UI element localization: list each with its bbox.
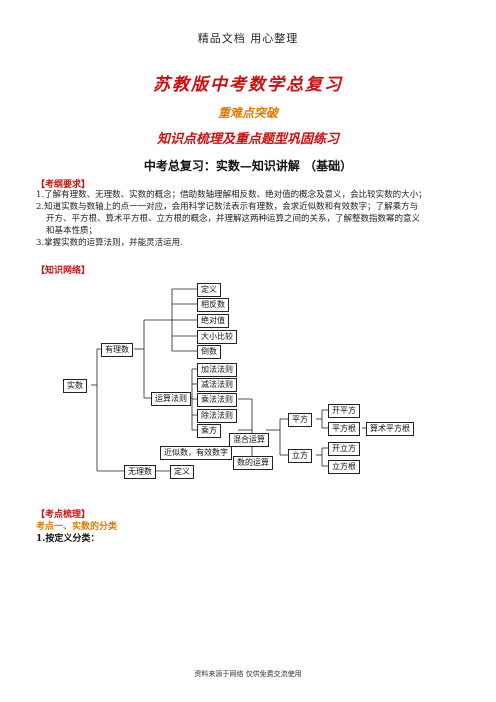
node-daoshu: 倒数 — [197, 345, 221, 359]
node-kailifang: 开立方 — [328, 442, 360, 456]
node-lifang: 立方 — [288, 449, 312, 463]
node-hunhe: 混合运算 — [229, 433, 269, 447]
point-1-heading: 考点一、实数的分类 — [36, 522, 118, 532]
node-youlishu: 有理数 — [101, 343, 133, 357]
node-wulishu: 无理数 — [124, 465, 156, 479]
node-daxiao: 大小比较 — [197, 330, 237, 344]
node-chengfang: 乘方 — [197, 424, 221, 438]
requirement-line: 2.知道实数与数轴上的点一一对应，会用科学记数法表示有理数，会求近似数和有效数字… — [36, 202, 419, 212]
node-dingyi-bottom: 定义 — [170, 465, 194, 479]
node-kaipingfang: 开平方 — [328, 404, 360, 418]
document-subtitle-2: 知识点梳理及重点题型巩固练习 — [156, 132, 339, 147]
node-pingfanggen: 平方根 — [328, 422, 360, 436]
node-jiafa: 加法法则 — [197, 363, 237, 377]
requirement-line: 和基本性质； — [46, 226, 98, 236]
section-network-heading: 【知识网络】 — [36, 266, 91, 276]
point-1-subheading: 1.按定义分类： — [36, 534, 100, 544]
header-note: 精品文档 用心整理 — [197, 32, 299, 45]
node-shudeyunsuan: 数的运算 — [233, 456, 273, 470]
document-title: 苏教版中考数学总复习 — [153, 75, 343, 95]
node-pingfang: 平方 — [288, 413, 312, 427]
node-juedui: 绝对值 — [197, 314, 229, 328]
node-chufa: 除法法则 — [197, 409, 237, 423]
requirement-line: 开方、平方根、算术平方根、立方根的概念，并理解这两种运算之间的关系，了解整数指数… — [46, 214, 421, 224]
requirement-line: 1.了解有理数、无理数、实数的概念；借助数轴理解相反数、绝对值的概念及意义，会比… — [36, 190, 427, 200]
requirements-list: 1.了解有理数、无理数、实数的概念；借助数轴理解相反数、绝对值的概念及意义，会比… — [36, 189, 462, 249]
lesson-heading: 中考总复习：实数—知识讲解 （基础） — [143, 159, 353, 173]
node-jianfa: 减法法则 — [197, 378, 237, 392]
node-dingyi-top: 定义 — [197, 283, 221, 297]
section-requirements-heading: 【考纲要求】 — [36, 180, 91, 190]
document-subtitle: 重难点突破 — [217, 106, 278, 120]
footer-note: 资料来源于网络 仅供免费交流使用 — [194, 670, 302, 678]
node-yunsuanfaze: 运算法则 — [151, 392, 191, 406]
node-jinsi: 近似数，有效数字 — [160, 446, 232, 460]
node-shishu: 实数 — [63, 379, 87, 393]
requirement-line: 3.掌握实数的运算法则，并能灵活运用. — [36, 238, 183, 248]
node-chengfa: 乘法法则 — [197, 393, 237, 407]
node-lifanggen: 立方根 — [328, 460, 360, 474]
section-points-heading: 【考点梳理】 — [36, 510, 91, 520]
node-xiangfanshu: 相反数 — [197, 298, 229, 312]
node-suanshu: 算术平方根 — [366, 422, 414, 436]
